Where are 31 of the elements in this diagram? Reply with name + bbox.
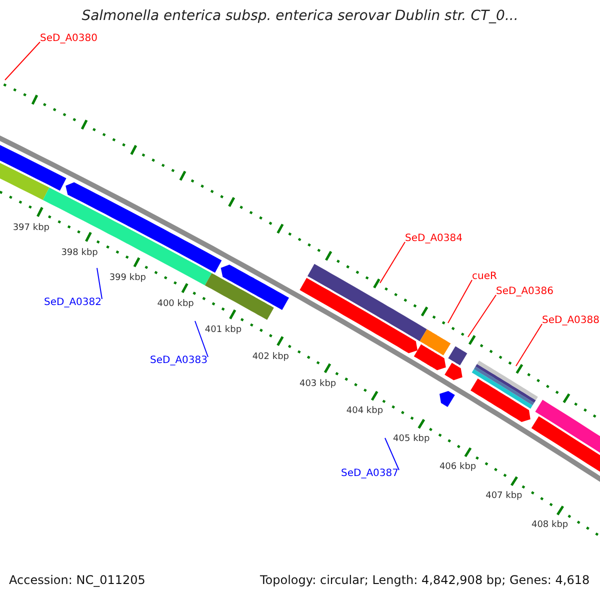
scale-label: 401 kbp	[204, 324, 242, 335]
gene-label: SeD_A0387	[341, 468, 398, 479]
gene-label: SeD_A0386	[496, 286, 554, 297]
scale-label: 408 kbp	[531, 520, 568, 530]
gene-label: SeD_A0384	[405, 233, 462, 244]
scale-label: 405 kbp	[393, 434, 430, 444]
accession-text: Accession: NC_011205	[9, 573, 146, 587]
scale-label: 397 kbp	[12, 222, 50, 233]
leader-line	[384, 438, 400, 470]
scale-label: 402 kbp	[252, 352, 289, 362]
leader-line	[516, 324, 542, 366]
gene-label: SeD_A0388	[542, 315, 600, 326]
gene-label: SeD_A0383	[150, 355, 208, 366]
leader-line	[4, 42, 40, 80]
title: Salmonella enterica subsp. enterica serovar Dublin str. CT_0...	[80, 8, 520, 24]
scale-label: 404 kbp	[346, 406, 384, 416]
scale-label: 399 kbp	[109, 273, 146, 284]
scale-label: 400 kbp	[157, 298, 194, 309]
scale-label: 406 kbp	[439, 462, 476, 472]
gene-label: SeD_A0380	[40, 33, 98, 44]
scale-label: 407 kbp	[486, 491, 522, 502]
scale-label: 398 kbp	[61, 248, 98, 258]
genome-info-text: Topology: circular; Length: 4,842,908 bp; Genes: 4,618	[260, 573, 590, 587]
leader-line	[448, 280, 472, 324]
leader-line	[468, 294, 496, 338]
leader-line	[380, 242, 406, 284]
gene-label: cueR	[472, 271, 497, 282]
gene-label: SeD_A0382	[44, 297, 102, 308]
leader-line	[96, 268, 102, 300]
scale-label: 403 kbp	[299, 378, 336, 389]
leader-line	[194, 320, 208, 358]
